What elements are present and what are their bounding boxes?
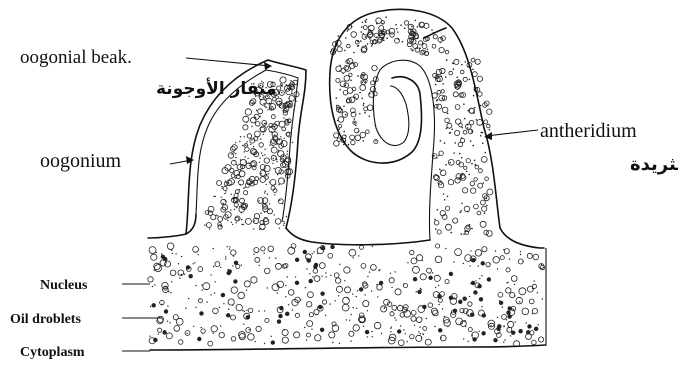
label-oogonium: oogonium [40, 150, 122, 172]
leader-antheridium [486, 130, 538, 136]
label-nucleus: Nucleus [40, 278, 88, 293]
thallus-cytoplasm-texture [148, 243, 545, 347]
antheridium-inner-wall [373, 60, 434, 240]
arrowhead-oogonial-beak [264, 62, 272, 70]
antheridium-cytoplasm-texture [331, 16, 493, 236]
arrowhead-oogonium [186, 156, 194, 164]
antheridium-septum [424, 28, 446, 38]
label-oogonial-beak: oogonial beak. [20, 47, 132, 68]
label-oogonial-beak-arabic: منقار الأوجونة [156, 78, 276, 99]
leader-oogonial-beak [186, 58, 270, 66]
label-oil-droplets: Oil droblets [10, 312, 81, 327]
label-antheridium: antheridium [540, 120, 637, 142]
label-cytoplasm: Cytoplasm [20, 345, 85, 360]
label-antheridium-arabic: أنثريدة [630, 152, 678, 175]
